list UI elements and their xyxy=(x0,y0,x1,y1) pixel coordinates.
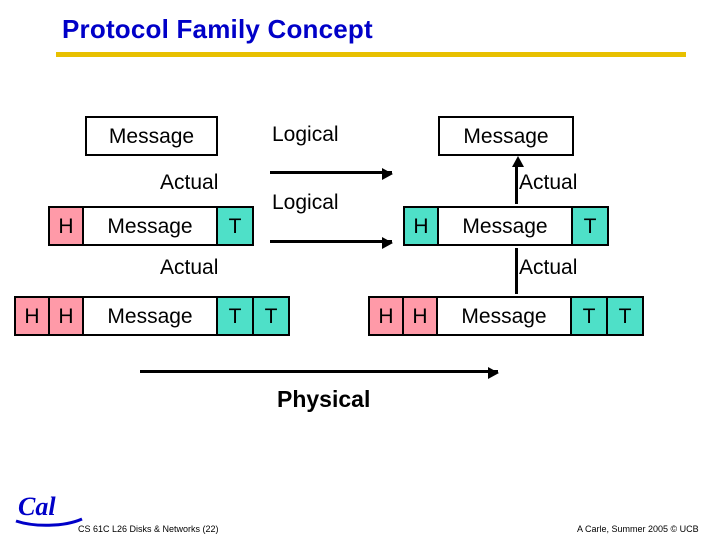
title-divider xyxy=(56,52,686,57)
physical-label: Physical xyxy=(277,386,371,412)
right-actual-label-1: Actual xyxy=(519,171,578,194)
right-upward-arrow-lower xyxy=(515,248,518,294)
physical-arrow xyxy=(140,367,499,379)
left-row3-trailer-1: T xyxy=(216,296,254,336)
left-row2-trailer: T xyxy=(216,206,254,246)
right-upward-arrow-upper xyxy=(512,156,524,204)
cal-logo: Cal xyxy=(14,485,86,527)
left-row3-message-label: Message xyxy=(107,304,193,328)
left-row3-header-2-label: H xyxy=(58,304,74,328)
right-row3-trailer-2-label: T xyxy=(618,304,632,328)
right-row3-trailer-1: T xyxy=(570,296,608,336)
left-row3-trailer-2: T xyxy=(252,296,290,336)
right-actual-label-2: Actual xyxy=(519,256,578,279)
left-row2-header-label: H xyxy=(58,214,74,238)
logical-mid-arrowhead xyxy=(382,237,393,249)
right-row3-message-label: Message xyxy=(461,304,547,328)
right-row2-trailer-label: T xyxy=(583,214,597,238)
left-row2-header: H xyxy=(48,206,84,246)
right-row3-header-1-label: H xyxy=(378,304,394,328)
left-actual-label-1: Actual xyxy=(160,171,219,194)
svg-text:Cal: Cal xyxy=(18,492,56,521)
logical-mid-label: Logical xyxy=(272,191,339,214)
left-row3-header-1-label: H xyxy=(24,304,40,328)
footer-right-text: A Carle, Summer 2005 © UCB xyxy=(577,524,699,534)
left-row1-message-box: Message xyxy=(85,116,218,156)
right-row1-message-box: Message xyxy=(438,116,574,156)
left-row2-trailer-label: T xyxy=(228,214,242,238)
left-row3-trailer-1-label: T xyxy=(228,304,242,328)
left-row1-message-label: Message xyxy=(108,124,195,148)
right-row3-trailer-1-label: T xyxy=(582,304,596,328)
right-row1-message-label: Message xyxy=(463,124,549,148)
right-row3-header-1: H xyxy=(368,296,404,336)
left-row3-message: Message xyxy=(82,296,218,336)
logical-top-arrowhead xyxy=(382,168,393,180)
left-row3-trailer-2-label: T xyxy=(264,304,278,328)
right-row3-packet: H H Message T T xyxy=(368,296,644,336)
right-row2-message: Message xyxy=(437,206,573,246)
footer-left-text: CS 61C L26 Disks & Networks (22) xyxy=(78,524,219,534)
right-row3-header-2-label: H xyxy=(412,304,428,328)
left-actual-label-2: Actual xyxy=(160,256,219,279)
left-row2-message: Message xyxy=(82,206,218,246)
right-row2-trailer: T xyxy=(571,206,609,246)
right-row3-header-2: H xyxy=(402,296,438,336)
left-row2-packet: H Message T xyxy=(48,206,254,246)
logical-top-arrow xyxy=(270,168,393,180)
right-row2-message-label: Message xyxy=(462,214,548,238)
right-row2-packet: H Message T xyxy=(403,206,609,246)
physical-arrowhead xyxy=(488,367,499,379)
page-title: Protocol Family Concept xyxy=(62,14,373,44)
right-row3-message: Message xyxy=(436,296,572,336)
left-row3-header-1: H xyxy=(14,296,50,336)
logical-top-label: Logical xyxy=(272,123,339,146)
right-row2-header: H xyxy=(403,206,439,246)
logical-mid-arrow xyxy=(270,237,393,249)
right-upward-arrowhead xyxy=(512,156,524,167)
left-row2-message-label: Message xyxy=(107,214,193,238)
right-row3-trailer-2: T xyxy=(606,296,644,336)
left-row3-header-2: H xyxy=(48,296,84,336)
right-row2-header-label: H xyxy=(413,214,429,238)
left-row3-packet: H H Message T T xyxy=(14,296,290,336)
